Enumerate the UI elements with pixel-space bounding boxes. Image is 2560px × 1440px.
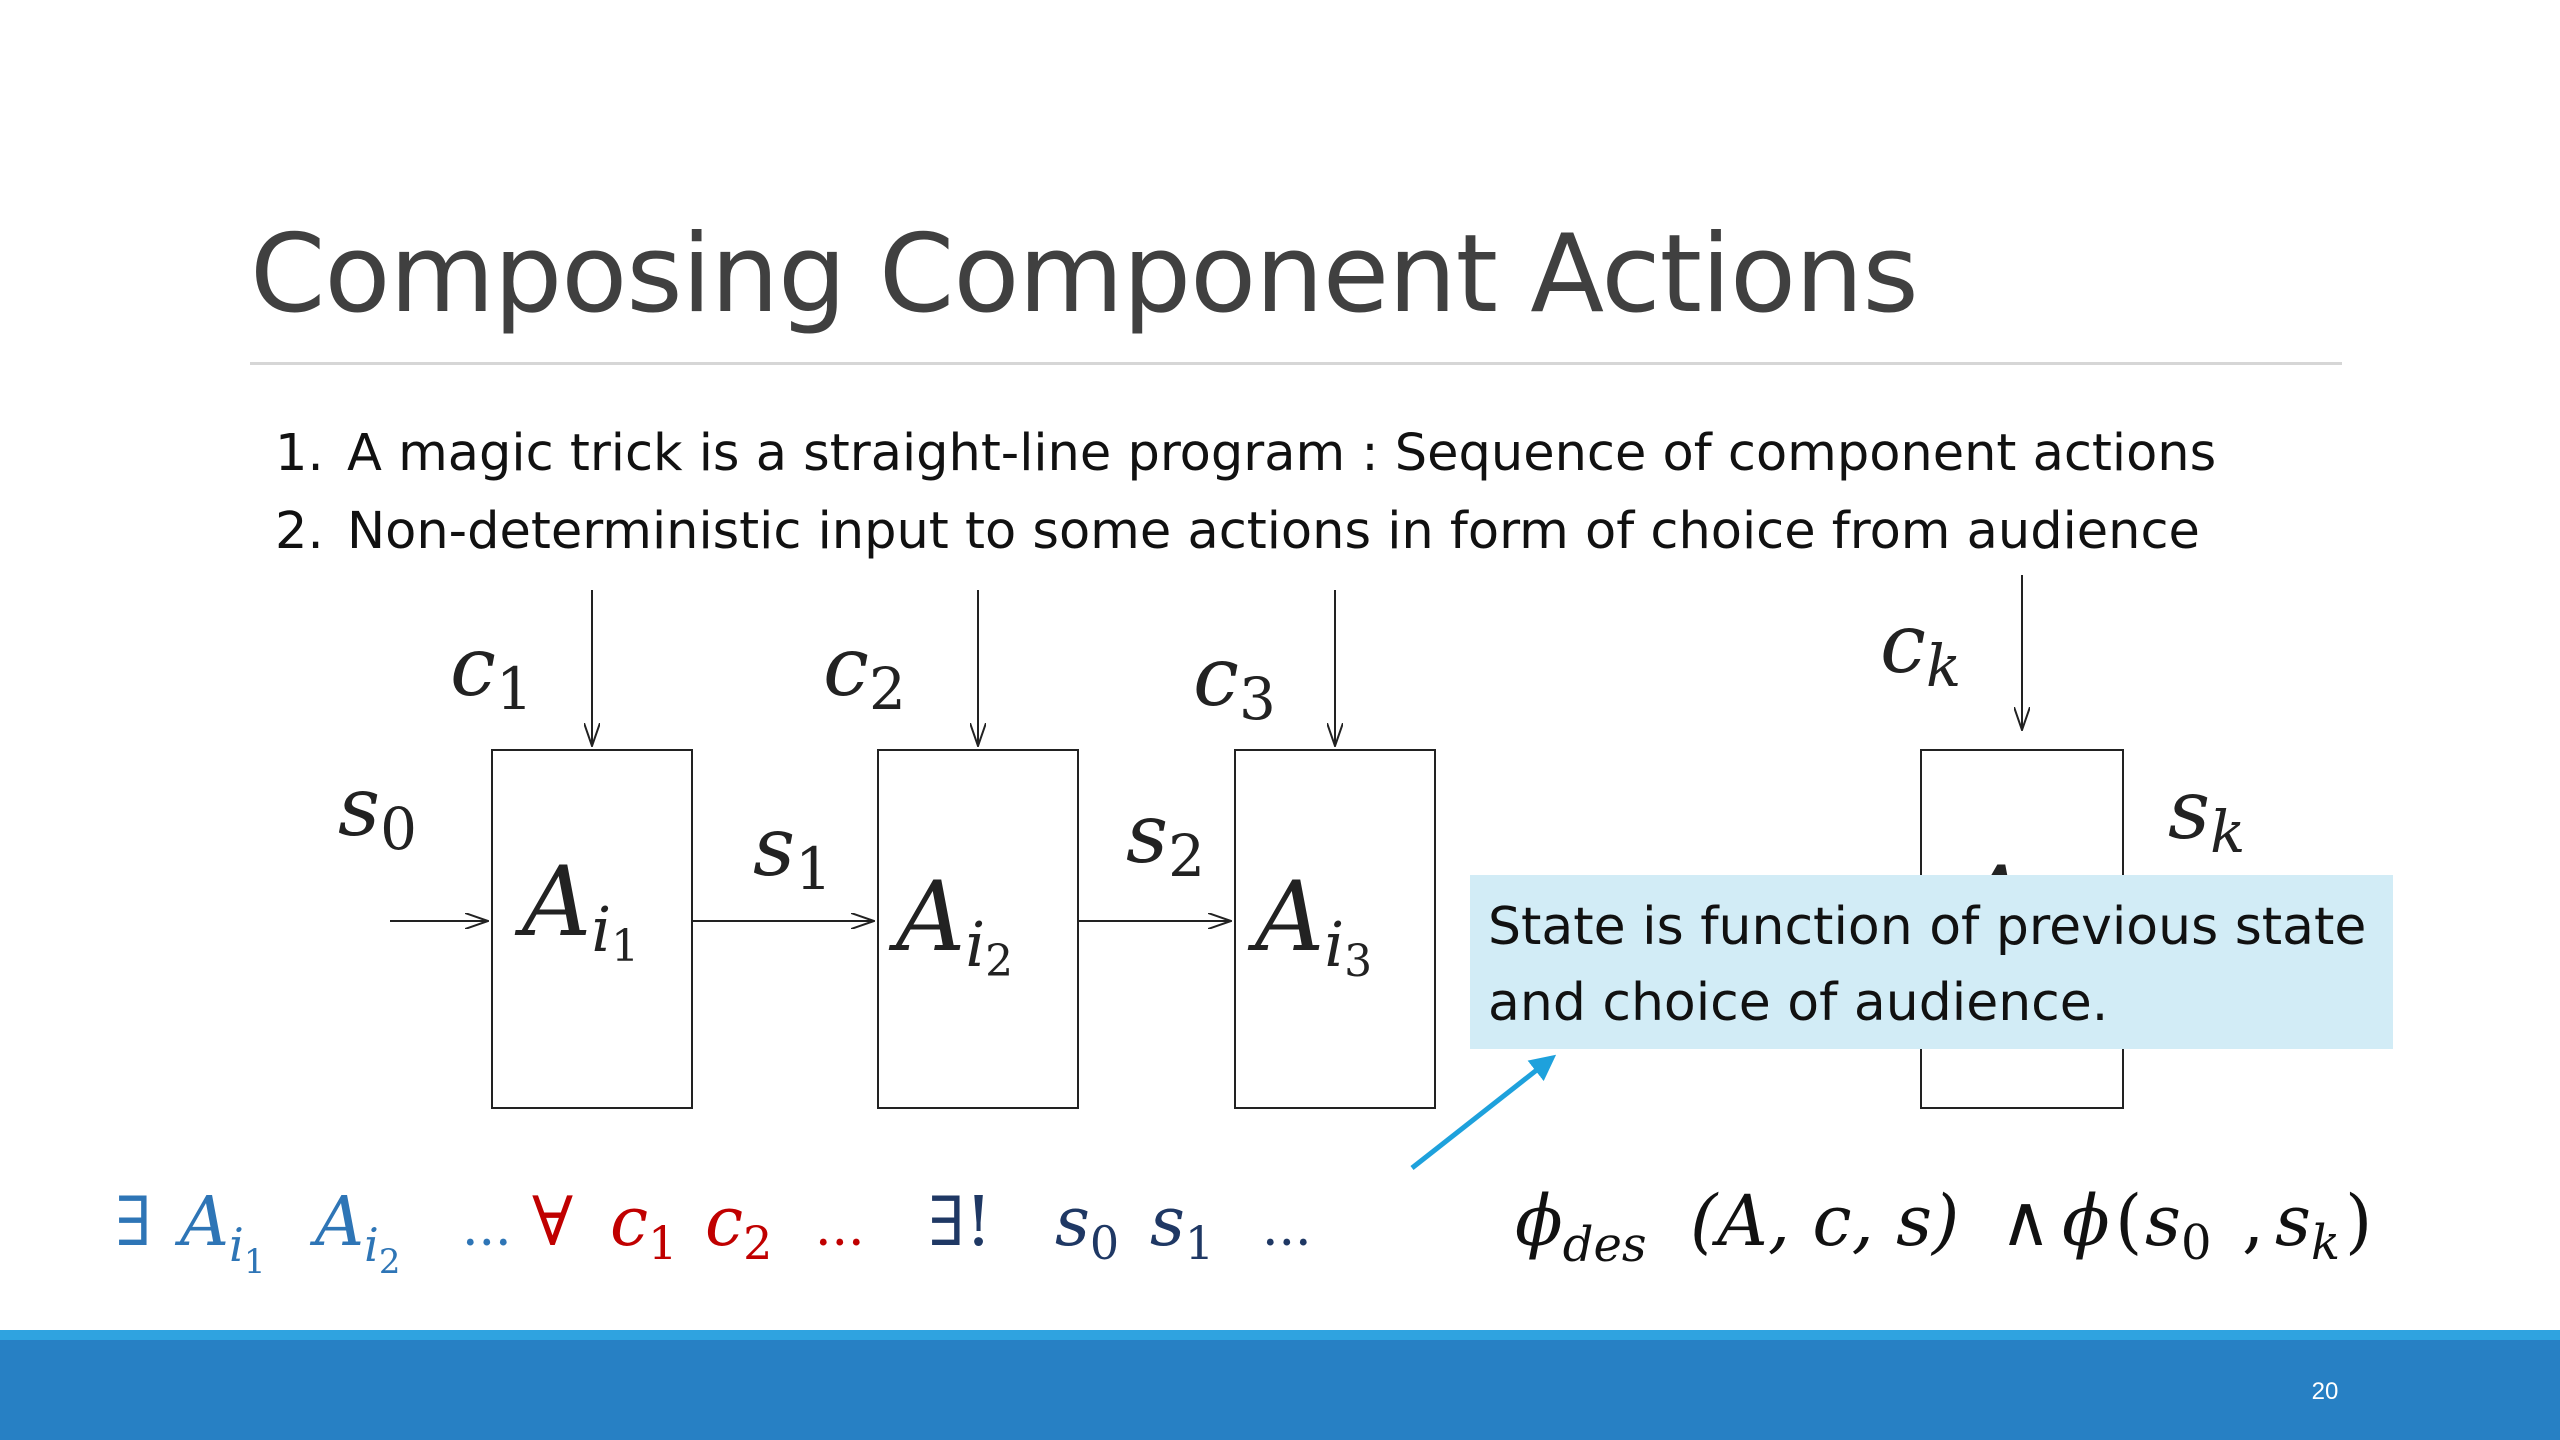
bullet-text: Non-deterministic input to some actions … — [347, 502, 2200, 561]
formula-comma: , — [2242, 1180, 2264, 1262]
formula-ellipsis: ... — [462, 1198, 512, 1258]
formula-paren-close: ) — [2345, 1180, 2372, 1262]
action-label-2: Ai2 — [888, 861, 1013, 987]
formula-s0: s0 — [1055, 1183, 1119, 1270]
formula-and: ∧ — [2000, 1180, 2051, 1262]
choice-label-2: c2 — [823, 620, 906, 723]
bullet-item: 1. A magic trick is a straight-line progr… — [275, 415, 2216, 493]
footer-stripe — [0, 1330, 2560, 1340]
formula-phi: ϕ — [2062, 1180, 2110, 1262]
formula-c1: c1 — [610, 1183, 677, 1270]
callout-text: State is function of previous state and … — [1488, 897, 2367, 1033]
bullet-number: 1. — [275, 424, 324, 483]
quantifier-formula: ∃ Ai1 Ai2 ... ∀ c1 c2 ... ∃! s0 s1 ... — [115, 1183, 1312, 1282]
formula-s0: s0 — [2145, 1180, 2211, 1271]
state-label-k: sk — [2168, 763, 2245, 866]
formula-sk: sk — [2275, 1180, 2340, 1271]
choice-label-3: c3 — [1193, 630, 1276, 733]
bullet-text: A magic trick is a straight-line program… — [347, 424, 2217, 483]
forall-symbol: ∀ — [532, 1183, 573, 1262]
choice-label-k: ck — [1880, 597, 1961, 700]
bullet-list: 1. A magic trick is a straight-line progr… — [275, 415, 2216, 571]
action-label-1: Ai1 — [514, 846, 639, 972]
formula-A-i2: Ai2 — [309, 1183, 400, 1282]
formula-ellipsis: ... — [1262, 1198, 1312, 1258]
exists-unique-symbol: ∃! — [928, 1183, 992, 1262]
footer-bar — [0, 1340, 2560, 1440]
formula-c2: c2 — [705, 1183, 772, 1270]
state-label-0: s0 — [338, 760, 417, 863]
formula-s1: s1 — [1150, 1183, 1214, 1270]
formula-paren-open: ( — [2115, 1180, 2142, 1262]
exists-symbol: ∃ — [115, 1183, 152, 1262]
formula-A-i1: Ai1 — [174, 1183, 265, 1282]
action-box-3 — [1234, 749, 1436, 1109]
bullet-item: 2. Non-deterministic input to some action… — [275, 493, 2216, 571]
formula-args: (A, c, s) — [1690, 1180, 1959, 1262]
action-box-1 — [491, 749, 693, 1109]
callout-pointer-arrow — [1410, 1054, 1557, 1170]
action-box-2 — [877, 749, 1079, 1109]
state-label-1: s1 — [753, 800, 832, 903]
slide-title: Composing Component Actions — [250, 212, 1919, 337]
specification-formula: ϕdes (A, c, s) ∧ ϕ ( s0 , sk ) — [1515, 1180, 2372, 1273]
state-label-2: s2 — [1126, 787, 1205, 890]
action-label-3: Ai3 — [1247, 861, 1372, 987]
page-number: 20 — [2311, 1378, 2339, 1405]
formula-phi-des: ϕdes — [1515, 1180, 1646, 1273]
choice-label-1: c1 — [450, 620, 533, 723]
formula-ellipsis: ... — [815, 1198, 865, 1258]
bullet-number: 2. — [275, 502, 324, 561]
title-underline — [250, 362, 2342, 365]
callout-box: State is function of previous state and … — [1470, 875, 2393, 1049]
